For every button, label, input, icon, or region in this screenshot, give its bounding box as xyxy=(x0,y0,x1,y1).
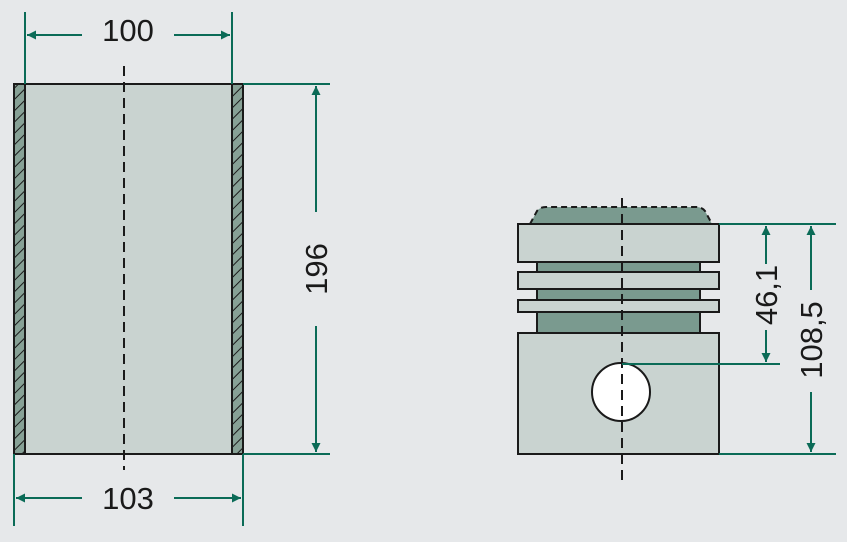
piston-ring-land xyxy=(517,299,720,313)
liner-left-wall xyxy=(13,83,26,455)
piston-ring-groove xyxy=(536,311,701,334)
piston-ring-groove xyxy=(536,261,701,273)
liner-right-wall xyxy=(231,83,244,455)
piston-top-land xyxy=(517,223,720,263)
dimension-inner-diameter: 100 xyxy=(24,12,233,84)
dimension-pin-height: 46,1 xyxy=(622,223,836,365)
piston xyxy=(517,198,720,486)
outer-diameter-label: 103 xyxy=(102,481,154,516)
total-height-label: 108,5 xyxy=(794,301,829,379)
liner-bore xyxy=(24,83,233,455)
inner-diameter-label: 100 xyxy=(102,13,154,48)
dimension-liner-length: 196 xyxy=(243,83,334,455)
dimension-total-height: 108,5 xyxy=(719,226,836,455)
cylinder-liner xyxy=(13,66,244,470)
pin-height-label: 46,1 xyxy=(749,265,784,325)
piston-ring-groove xyxy=(536,288,701,301)
dimension-outer-diameter: 103 xyxy=(13,454,244,526)
liner-length-label: 196 xyxy=(299,243,334,295)
piston-ring-land xyxy=(517,271,720,290)
